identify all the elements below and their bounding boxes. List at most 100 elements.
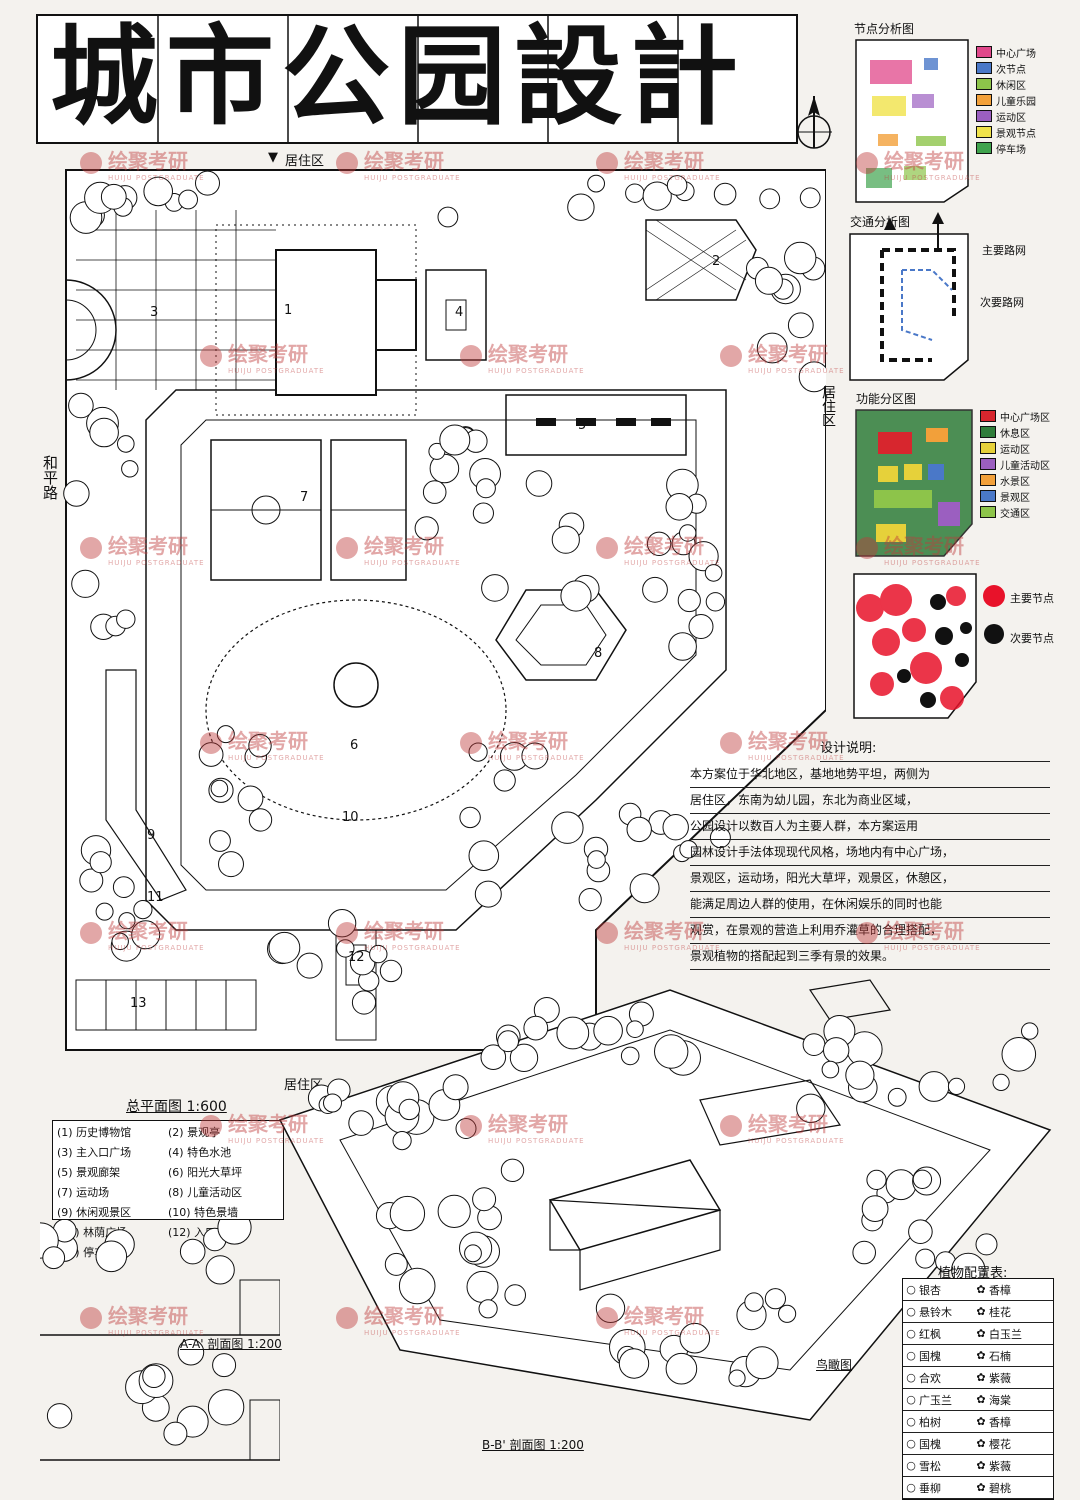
watermark-subtext: HUIJU POSTGRADUATE xyxy=(364,174,461,182)
section-aa-drawing xyxy=(40,1220,280,1461)
tree-symbol xyxy=(709,827,731,849)
planting-table-row: ○广玉兰✿海棠 xyxy=(903,1389,1053,1411)
tree-symbol xyxy=(218,851,244,878)
tree-symbol xyxy=(713,182,737,206)
birdseye-caption: 鸟瞰图 xyxy=(816,1358,853,1372)
tree-symbol xyxy=(728,1369,746,1387)
watermark-logo-icon xyxy=(336,921,358,944)
watermark-subtext: HUIJU POSTGRADUATE xyxy=(488,367,585,375)
function-analysis-title: 功能分区图 xyxy=(856,392,917,406)
planting-legend-secondary: 次要节点 xyxy=(1010,632,1054,645)
tree-symbol xyxy=(500,1158,525,1183)
tree-symbol xyxy=(89,417,119,448)
tree-symbol xyxy=(887,1087,907,1107)
function-legend-item: 水景区 xyxy=(980,472,1078,488)
tree-symbol xyxy=(677,588,701,613)
design-notes-line: 居住区，东南为幼儿园，东北为商业区域， xyxy=(690,788,1050,814)
tree-symbol xyxy=(626,816,652,843)
tree-symbol xyxy=(237,785,264,812)
legend-swatch xyxy=(980,490,996,502)
section-aa-caption: A-A' 剖面图 1:200 xyxy=(180,1337,282,1351)
traffic-legend-secondary: 次要路网 xyxy=(980,296,1024,309)
watermark-subtext: HUIJU POSTGRADUATE xyxy=(108,174,205,182)
tree-symbol xyxy=(754,266,783,295)
tree-symbol xyxy=(666,175,688,196)
legend-label: 运动区 xyxy=(996,112,1026,124)
tree-symbol xyxy=(478,1299,498,1319)
watermark-subtext: HUIJU POSTGRADUATE xyxy=(488,754,585,762)
tree-symbol xyxy=(595,1293,626,1323)
tree-symbol xyxy=(464,1244,482,1263)
tree-symbol xyxy=(472,502,494,524)
tree-symbol xyxy=(947,1077,966,1095)
tree-symbol xyxy=(642,181,672,211)
planting-table-row: ○雪松✿紫薇 xyxy=(903,1455,1053,1477)
plan-legend-item: (4) 特色水池 xyxy=(168,1146,232,1159)
tree-symbol xyxy=(475,478,496,499)
tree-symbol xyxy=(369,944,388,964)
design-notes-line: 观赏，在景观的营造上利用乔灌草的合理搭配， xyxy=(690,918,1050,944)
watermark-logo-icon xyxy=(856,921,878,944)
node-legend-item: 休闲区 xyxy=(976,76,1076,92)
watermark-logo-icon xyxy=(336,1306,358,1329)
residential-label-top: 居住区 xyxy=(285,154,325,169)
design-notes-title: 设计说明: xyxy=(820,736,1050,762)
tree-symbol xyxy=(525,470,553,497)
tree-symbol xyxy=(665,493,694,521)
node-analysis-title: 节点分析图 xyxy=(854,22,915,36)
tree-symbol xyxy=(662,814,689,841)
tree-symbol xyxy=(68,392,94,419)
tree-symbol xyxy=(704,564,723,582)
planting-table: ○银杏✿香樟○悬铃木✿桂花○红枫✿白玉兰○国槐✿石楠○合欢✿紫薇○广玉兰✿海棠○… xyxy=(902,1278,1054,1500)
tree-symbol xyxy=(626,1020,644,1038)
tree-symbol xyxy=(823,1037,850,1064)
function-legend-item: 景观区 xyxy=(980,488,1078,504)
traffic-legend-main: 主要路网 xyxy=(982,244,1026,257)
tree-symbol xyxy=(523,1015,549,1041)
tree-symbol xyxy=(845,1060,875,1090)
tree-symbol xyxy=(117,435,135,453)
watermark-text: 绘聚考研 xyxy=(364,1304,444,1328)
tree-symbol xyxy=(143,176,173,207)
legend-label: 次节点 xyxy=(996,64,1026,76)
watermark-subtext: HUIJU POSTGRADUATE xyxy=(364,1329,461,1337)
legend-label: 水景区 xyxy=(1000,476,1030,488)
watermark-text: 绘聚考研 xyxy=(108,149,188,173)
tree-symbol xyxy=(912,1169,933,1190)
legend-swatch xyxy=(976,110,992,122)
function-legend-item: 休息区 xyxy=(980,424,1078,440)
planting-table-row: ○悬铃木✿桂花 xyxy=(903,1301,1053,1323)
tree-symbol xyxy=(112,876,135,898)
tree-symbol xyxy=(248,808,273,832)
watermark-subtext: HUIJU POSTGRADUATE xyxy=(748,754,845,762)
plan-number-11: 11 xyxy=(147,890,164,905)
tree-symbol xyxy=(439,424,471,456)
plan-legend-item: (1) 历史博物馆 xyxy=(57,1126,132,1139)
tree-symbol xyxy=(210,779,229,798)
tree-symbol xyxy=(349,950,376,976)
plan-legend-item: (10) 特色景墙 xyxy=(168,1206,239,1219)
function-analysis-legend: 中心广场区休息区运动区儿童活动区水景区景观区交通区 xyxy=(980,408,1078,520)
tree-symbol xyxy=(861,1195,889,1223)
tree-symbol xyxy=(688,541,719,572)
legend-label: 中心广场区 xyxy=(1000,412,1050,424)
watermark-subtext: HUIJU POSTGRADUATE xyxy=(884,174,981,182)
legend-label: 停车场 xyxy=(996,144,1026,156)
design-notes-line: 园林设计手法体现现代风格，场地内有中心广场， xyxy=(690,840,1050,866)
planting-table-title: 植物配置表: xyxy=(938,1266,1008,1281)
tree-symbol xyxy=(556,1016,590,1050)
legend-swatch xyxy=(980,426,996,438)
tree-symbol xyxy=(799,187,821,209)
watermark-subtext: HUIJU POSTGRADUATE xyxy=(884,559,981,567)
tree-symbol xyxy=(323,1093,342,1113)
watermark-text: 绘聚考研 xyxy=(748,729,828,753)
watermark-subtext: HUIJU POSTGRADUATE xyxy=(488,1137,585,1145)
